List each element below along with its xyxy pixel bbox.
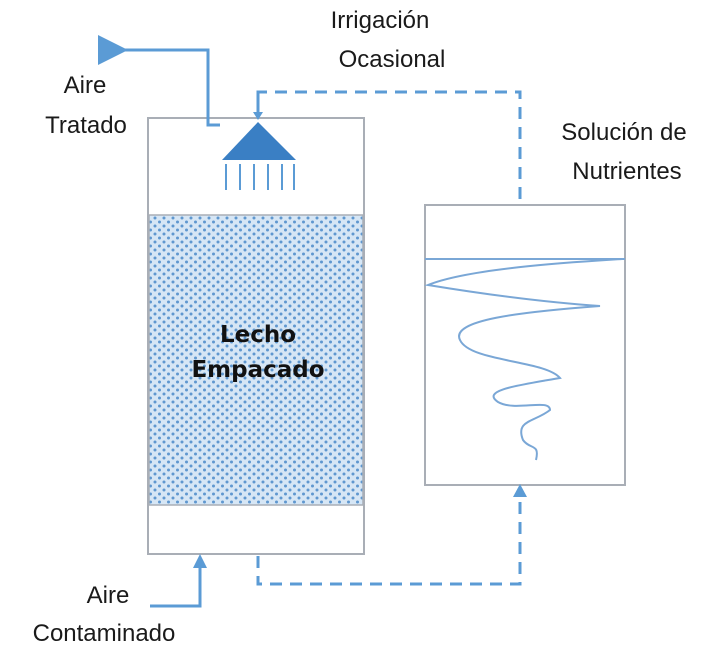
packed-bed-label: Lecho — [220, 322, 296, 348]
contaminated-air-inlet-arrow — [150, 554, 207, 608]
irrigation-label: Irrigación — [331, 7, 430, 34]
spray-nozzle-icon — [222, 95, 296, 190]
packed-bed — [148, 214, 364, 506]
mixer-coil — [424, 258, 623, 461]
nutrient-tank — [424, 204, 626, 486]
treated-air-outlet-arrow — [98, 35, 220, 127]
contaminated-air-label-2: Contaminado — [33, 620, 176, 645]
packed-bed-label-2: Empacado — [191, 357, 324, 383]
irrigation-label-2: Ocasional — [339, 46, 446, 73]
recirculation-line — [256, 90, 527, 586]
treated-air-label: Aire — [64, 72, 107, 99]
contaminated-air-label: Aire — [87, 582, 130, 609]
nutrient-solution-label-2: Nutrientes — [572, 158, 681, 185]
nutrient-solution-label: Solución de — [561, 119, 686, 146]
treated-air-label-2: Tratado — [45, 112, 127, 139]
